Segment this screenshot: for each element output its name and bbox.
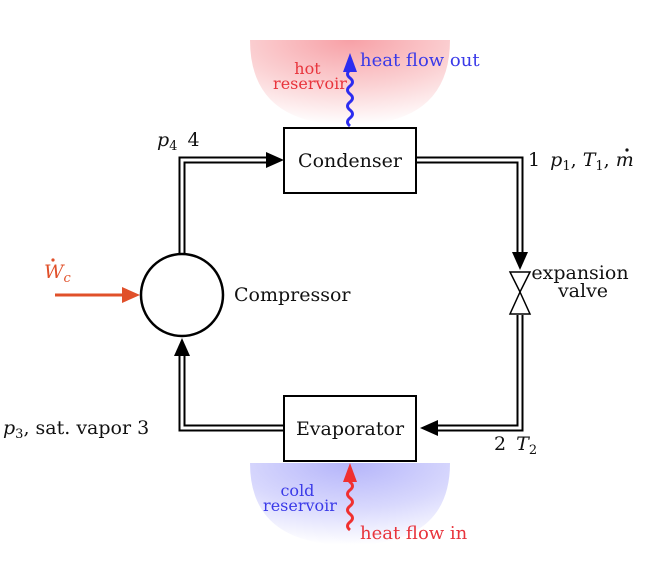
state-3-label: p3, sat. vapor 3 — [3, 417, 149, 442]
work-symbol: Wc — [44, 258, 72, 286]
state-4-pressure-sub: 4 — [169, 139, 177, 154]
state-1-flow-dot — [625, 148, 629, 152]
cold-label-line1: cold — [280, 481, 314, 500]
expansion-valve-label: expansion valve — [531, 262, 634, 302]
heat-flow-out-label: heat flow out — [360, 50, 480, 71]
hot-label-line1: hot — [294, 59, 321, 78]
heat-flow-in-label: heat flow in — [360, 523, 468, 544]
hot-reservoir-label: hot reservoir — [273, 59, 347, 93]
expansion-label-line2: valve — [557, 280, 608, 302]
hot-label-line2: reservoir — [273, 74, 347, 93]
cold-label-line2: reservoir — [263, 496, 337, 515]
state-1-number: 1 — [528, 149, 540, 171]
state-3-description: , sat. vapor — [23, 417, 132, 439]
state-1-pressure-sub: 1 — [562, 159, 570, 174]
state-1-temperature: T — [583, 149, 597, 171]
state-2-label: 2 T2 — [494, 433, 537, 458]
work-symbol-letter: W — [44, 261, 65, 283]
condenser-label: Condenser — [298, 150, 403, 172]
state-4-pressure: p — [157, 129, 169, 151]
state-1-temperature-sub: 1 — [595, 159, 603, 174]
pipes — [178, 156, 524, 432]
work-input-arrow — [55, 287, 140, 303]
flow-arrowheads — [174, 152, 528, 436]
svg-text:Wc: Wc — [44, 261, 72, 286]
state-4-number: 4 — [188, 129, 200, 151]
state-2-number: 2 — [494, 433, 506, 455]
state-3-pressure: p — [3, 417, 15, 439]
state-4-label: p4 4 — [157, 129, 200, 155]
state-1-label: 1 p1, T1, m — [528, 149, 634, 174]
heat-flow-in-arrow — [343, 463, 357, 532]
cold-reservoir-label: cold reservoir — [263, 481, 337, 515]
state-1-flow: m — [616, 149, 634, 171]
state-2-temperature: T — [516, 433, 530, 455]
state-3-pressure-sub: 3 — [15, 427, 23, 442]
work-symbol-subscript: c — [64, 271, 72, 286]
condenser-box — [283, 127, 417, 194]
state-1-pressure: p — [550, 149, 562, 171]
evaporator-label: Evaporator — [296, 418, 405, 440]
state-3-number: 3 — [137, 417, 149, 439]
hot-reservoir-shade — [250, 40, 450, 125]
expansion-valve-symbol — [508, 271, 532, 315]
compressor-label: Compressor — [234, 284, 351, 306]
state-2-temperature-sub: 2 — [529, 443, 537, 458]
work-dot — [51, 258, 55, 262]
heat-flow-out-arrow — [343, 53, 357, 128]
compressor-circle — [139, 252, 225, 338]
evaporator-box — [283, 395, 417, 462]
expansion-label-line1: expansion — [531, 262, 628, 284]
